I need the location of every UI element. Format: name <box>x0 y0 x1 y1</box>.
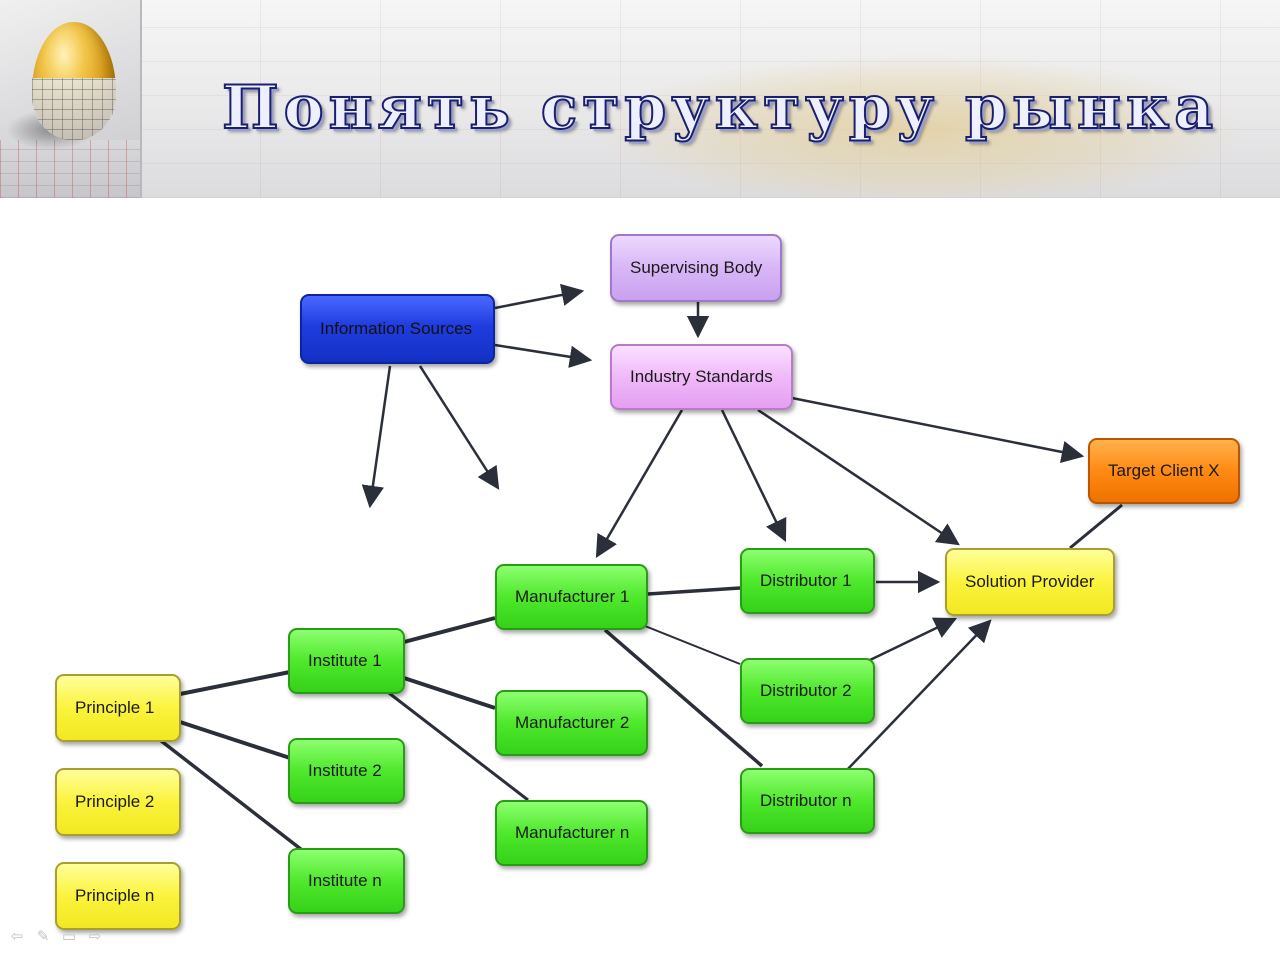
edge-manufacturer1-to-distributor1 <box>647 586 741 596</box>
node-label: Manufacturer n <box>515 823 630 842</box>
node-principle-n: Principle n <box>55 862 181 930</box>
node-target-client: Target Client X <box>1088 438 1240 504</box>
node-label: Principle 1 <box>75 698 155 717</box>
golden-egg-image <box>0 0 142 198</box>
edge-standards-to-manufacturer1 <box>595 409 684 558</box>
edge-principle1-to-institute1 <box>179 670 291 696</box>
diagram-edges <box>158 283 1123 852</box>
node-label: Supervising Body <box>630 258 763 277</box>
edge-standards-to-target <box>791 396 1085 464</box>
slide-menu-icon[interactable]: ▭ <box>61 927 77 945</box>
node-label: Distributor n <box>760 791 852 810</box>
node-label: Distributor 2 <box>760 681 852 700</box>
node-manufacturer-2: Manufacturer 2 <box>495 690 648 756</box>
edge-manufacturer1-to-distributor2 <box>644 625 741 665</box>
market-structure-diagram: Information Sources Supervising Body Ind… <box>0 198 1280 954</box>
node-distributor-n: Distributor n <box>740 768 875 834</box>
node-label: Institute n <box>308 871 382 890</box>
edge-principle1-to-institute2 <box>179 720 291 760</box>
edge-info-to-standards <box>494 343 593 368</box>
slide-navigation: ⇦ ✎ ▭ ⇨ <box>8 926 104 946</box>
next-slide-icon[interactable]: ⇨ <box>88 927 102 945</box>
node-label: Distributor 1 <box>760 571 852 590</box>
node-industry-standards: Industry Standards <box>610 344 793 410</box>
page-title: Понять структуру рынка <box>221 72 1219 144</box>
node-principle-1: Principle 1 <box>55 674 181 742</box>
node-institute-1: Institute 1 <box>288 628 405 694</box>
node-manufacturer-n: Manufacturer n <box>495 800 648 866</box>
node-solution-provider: Solution Provider <box>945 548 1115 616</box>
node-label: Principle n <box>75 886 155 905</box>
edge-info-down-right <box>418 365 500 490</box>
banner-glow <box>600 55 1240 198</box>
node-institute-n: Institute n <box>288 848 405 914</box>
node-label: Target Client X <box>1108 461 1220 480</box>
edge-manufacturer1-to-distributorn <box>603 628 764 768</box>
edge-standards-to-distributor1 <box>720 409 787 543</box>
node-label: Institute 2 <box>308 761 382 780</box>
node-institute-2: Institute 2 <box>288 738 405 804</box>
node-label: Industry Standards <box>630 367 773 386</box>
edge-institute1-to-manufacturern <box>384 688 529 802</box>
node-label: Manufacturer 2 <box>515 713 630 732</box>
edge-distributor2-to-solution <box>869 617 958 662</box>
edge-distributorn-to-solution <box>844 619 992 773</box>
node-information-sources: Information Sources <box>300 294 495 364</box>
edge-solution-to-target <box>1069 503 1123 550</box>
edge-institute1-to-manufacturer2 <box>403 676 496 710</box>
header-banner: Понять структуру рынка <box>0 0 1280 198</box>
node-label: Manufacturer 1 <box>515 587 630 606</box>
pen-icon[interactable]: ✎ <box>36 927 50 945</box>
node-label: Principle 2 <box>75 792 155 811</box>
node-manufacturer-1: Manufacturer 1 <box>495 564 648 630</box>
node-label: Information Sources <box>320 319 473 338</box>
node-supervising-body: Supervising Body <box>610 234 782 302</box>
node-principle-2: Principle 2 <box>55 768 181 836</box>
edge-info-down-left <box>361 365 392 509</box>
edge-institute1-to-manufacturer1 <box>403 616 496 644</box>
edge-info-to-supervising <box>494 283 585 310</box>
node-label: Solution Provider <box>965 572 1095 591</box>
node-distributor-1: Distributor 1 <box>740 548 875 614</box>
node-label: Institute 1 <box>308 651 382 670</box>
prev-slide-icon[interactable]: ⇦ <box>10 927 24 945</box>
node-distributor-2: Distributor 2 <box>740 658 875 724</box>
edge-standards-to-solution <box>757 408 960 546</box>
edge-principle1-to-instituten <box>158 738 304 852</box>
